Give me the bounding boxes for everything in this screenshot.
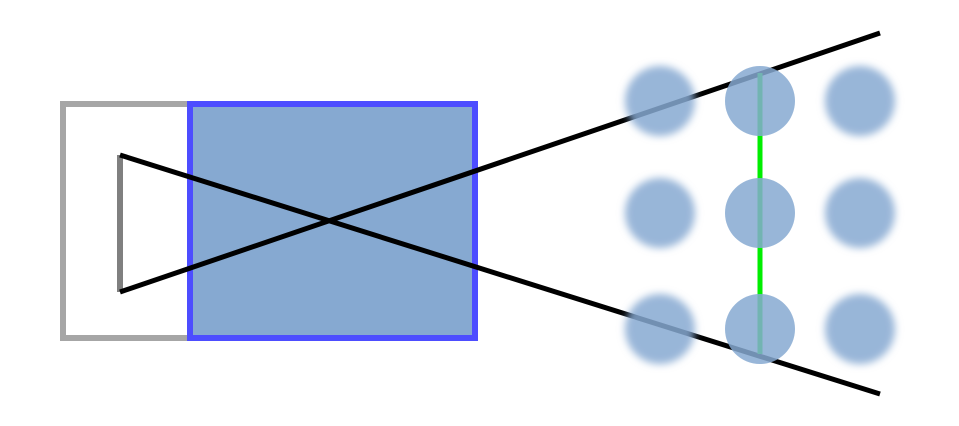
- focused-dot: [725, 66, 795, 136]
- blurred-dot: [825, 294, 895, 364]
- blurred-dot: [625, 178, 695, 248]
- blurred-dot: [625, 66, 695, 136]
- focused-dot: [725, 294, 795, 364]
- camera-body: [60, 101, 193, 341]
- focused-dot: [725, 178, 795, 248]
- blurred-dot: [625, 294, 695, 364]
- blurred-dot: [825, 178, 895, 248]
- blurred-dot: [825, 66, 895, 136]
- dot-grid: [625, 66, 895, 364]
